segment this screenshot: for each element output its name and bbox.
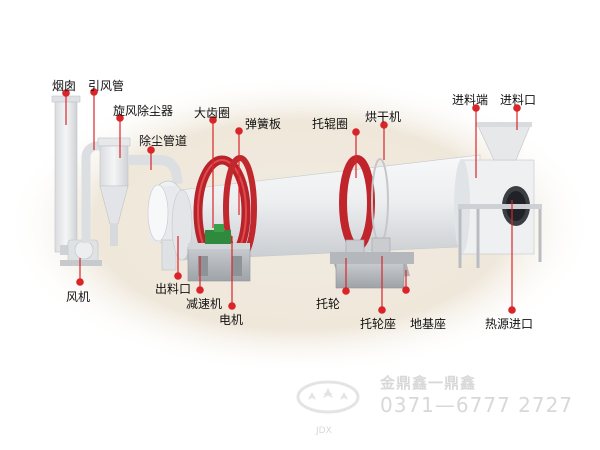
- label-idler-seat: 托轮座: [360, 317, 397, 331]
- label-big-gear: 大齿圈: [194, 106, 231, 120]
- idler-base-shape: [330, 237, 414, 289]
- label-motor: 电机: [219, 313, 244, 327]
- label-fan: 风机: [66, 290, 91, 304]
- marker-chimney: [62, 89, 70, 97]
- label-chimney: 烟囱: [52, 79, 77, 93]
- marker-feed-inlet: [513, 104, 521, 112]
- fan-shape: [60, 239, 102, 266]
- label-heat-inlet: 热源进口: [485, 317, 534, 331]
- label-roller-ring: 托辊圈: [312, 117, 349, 131]
- label-feed-inlet: 进料口: [500, 93, 537, 107]
- marker-dryer: [380, 121, 388, 129]
- watermark-logo: [296, 380, 360, 414]
- marker-fan: [76, 278, 84, 286]
- label-discharge: 出料口: [155, 282, 192, 296]
- dust-duct-shape: [128, 155, 183, 185]
- marker-discharge: [174, 272, 182, 280]
- watermark-logo-text: JDX: [316, 426, 332, 436]
- marker-roller-ring: [352, 128, 360, 136]
- marker-heat-inlet: [508, 306, 516, 314]
- marker-induced-duct: [90, 88, 98, 96]
- label-feed-end: 进料端: [452, 93, 489, 107]
- marker-idler: [342, 287, 350, 295]
- feed-end-shape: [454, 122, 542, 268]
- drum-left-end: [171, 189, 193, 261]
- label-reducer: 减速机: [186, 297, 223, 311]
- marker-motor: [228, 302, 236, 310]
- label-spring-plate: 弹簧板: [245, 117, 282, 131]
- marker-dust-duct: [147, 146, 155, 154]
- marker-idler-seat: [378, 306, 386, 314]
- marker-big-gear: [209, 116, 217, 124]
- marker-cyclone: [116, 114, 124, 122]
- label-dryer: 烘干机: [365, 110, 402, 124]
- watermark-phone: 0371—6777 2727: [380, 393, 574, 417]
- marker-spring-plate: [235, 127, 243, 135]
- marker-reducer: [196, 286, 204, 294]
- marker-feed-end: [472, 104, 480, 112]
- label-induced-duct: 引风管: [88, 79, 125, 93]
- induced-duct-shape: [81, 141, 110, 243]
- watermark-company: 金鼎鑫一鼎鑫: [380, 374, 477, 392]
- label-foundation: 地基座: [410, 317, 447, 331]
- label-idler: 托轮: [316, 297, 341, 311]
- label-dust-duct: 除尘管道: [139, 134, 188, 148]
- label-cyclone: 旋风除尘器: [113, 104, 174, 118]
- leader-lines: [62, 88, 521, 314]
- cyclone-shape: [97, 137, 131, 246]
- drive-base-shape: [187, 224, 251, 282]
- marker-foundation: [402, 286, 410, 294]
